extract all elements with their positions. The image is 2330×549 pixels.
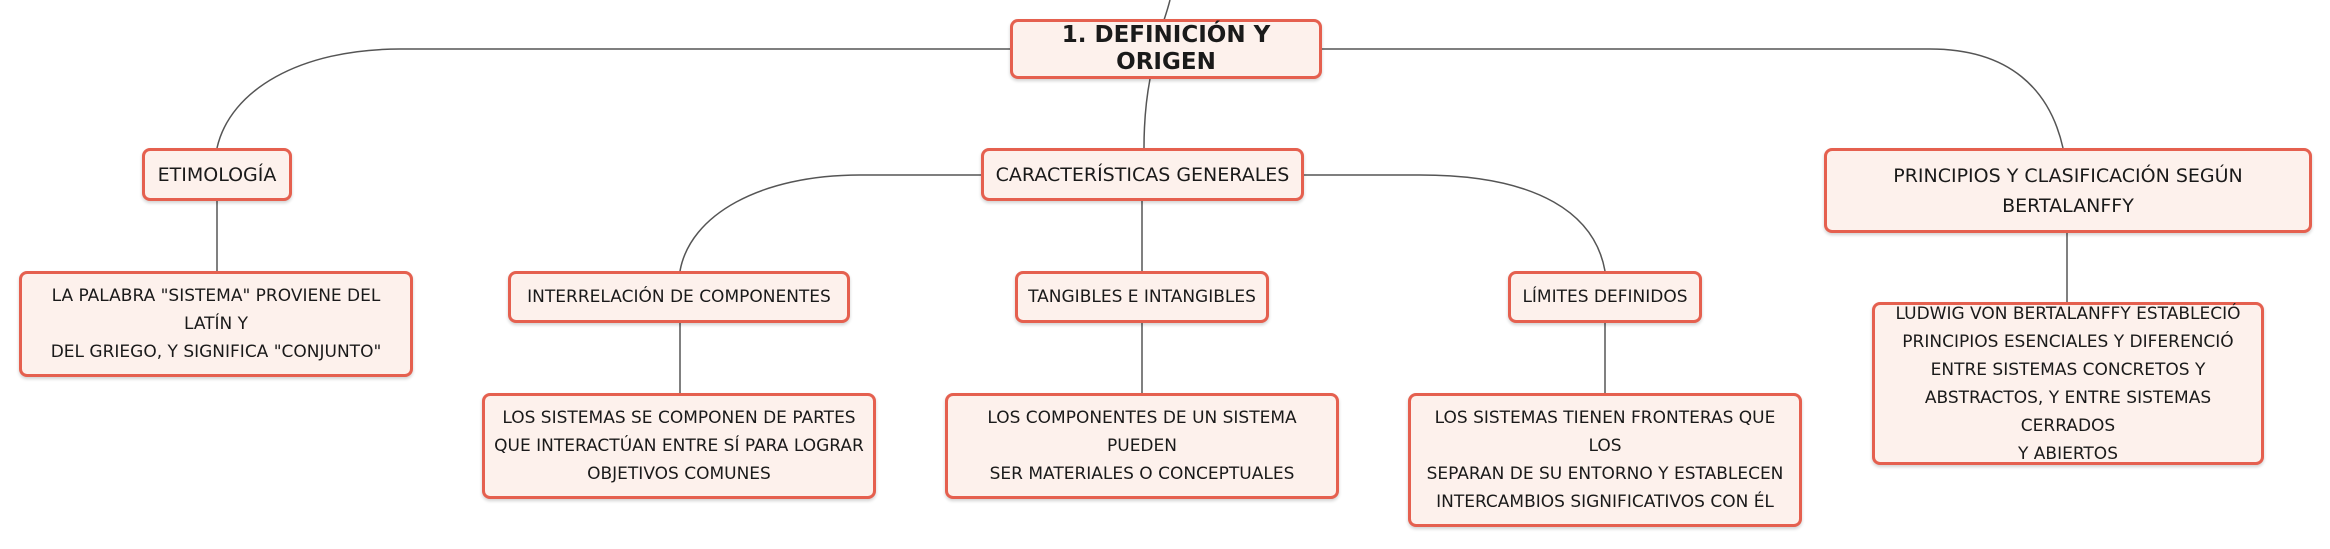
connector-root-caracteristicas (1143, 78, 1151, 149)
caracteristicas-node[interactable]: CARACTERÍSTICAS GENERALES (981, 148, 1304, 201)
connector-parent (1163, 0, 1171, 21)
interrelacion-node[interactable]: INTERRELACIÓN DE COMPONENTES (508, 271, 850, 323)
root-node-label: 1. DEFINICIÓN Y ORIGEN (1061, 22, 1271, 75)
etimologia-node[interactable]: ETIMOLOGÍA (142, 148, 292, 201)
limites-node-label: LÍMITES DEFINIDOS (1522, 287, 1688, 307)
limites-detail-label: LOS SISTEMAS TIENEN FRONTERAS QUE LOS SE… (1426, 408, 1784, 512)
limites-detail-node[interactable]: LOS SISTEMAS TIENEN FRONTERAS QUE LOS SE… (1408, 393, 1802, 527)
tangibles-node[interactable]: TANGIBLES E INTANGIBLES (1015, 271, 1269, 323)
tangibles-detail-node[interactable]: LOS COMPONENTES DE UN SISTEMA PUEDEN SER… (945, 393, 1339, 499)
connector-root-principios (1320, 48, 2064, 149)
connector-car-interrelacion (679, 174, 983, 272)
etimologia-detail-label: LA PALABRA "SISTEMA" PROVIENE DEL LATÍN … (50, 286, 382, 362)
principios-node[interactable]: PRINCIPIOS Y CLASIFICACIÓN SEGÚN BERTALA… (1824, 148, 2312, 233)
principios-detail-label: LUDWIG VON BERTALANFFY ESTABLECIÓ PRINCI… (1895, 303, 2241, 464)
limites-node[interactable]: LÍMITES DEFINIDOS (1508, 271, 1702, 323)
etimologia-node-label: ETIMOLOGÍA (157, 163, 277, 186)
connector-car-limites (1303, 174, 1606, 272)
etimologia-detail-node[interactable]: LA PALABRA "SISTEMA" PROVIENE DEL LATÍN … (19, 271, 413, 377)
tangibles-detail-label: LOS COMPONENTES DE UN SISTEMA PUEDEN SER… (987, 408, 1297, 484)
interrelacion-node-label: INTERRELACIÓN DE COMPONENTES (527, 287, 831, 307)
principios-node-label: PRINCIPIOS Y CLASIFICACIÓN SEGÚN BERTALA… (1893, 164, 2243, 217)
interrelacion-detail-node[interactable]: LOS SISTEMAS SE COMPONEN DE PARTES QUE I… (482, 393, 876, 499)
connector-root-etimologia (216, 48, 1012, 149)
root-node[interactable]: 1. DEFINICIÓN Y ORIGEN (1010, 19, 1322, 79)
caracteristicas-node-label: CARACTERÍSTICAS GENERALES (995, 163, 1290, 186)
principios-detail-node[interactable]: LUDWIG VON BERTALANFFY ESTABLECIÓ PRINCI… (1872, 302, 2264, 465)
interrelacion-detail-label: LOS SISTEMAS SE COMPONEN DE PARTES QUE I… (494, 408, 864, 484)
tangibles-node-label: TANGIBLES E INTANGIBLES (1028, 287, 1256, 307)
